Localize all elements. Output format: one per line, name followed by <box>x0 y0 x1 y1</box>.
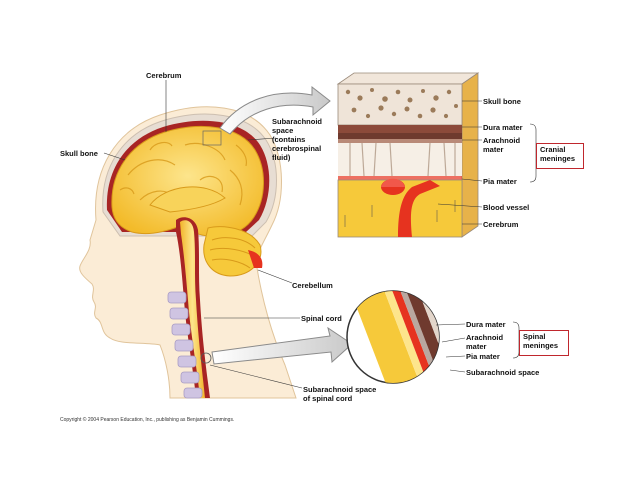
spinal-meninges-detail <box>346 290 440 384</box>
arrow-to-spinal-detail <box>211 326 353 365</box>
label-subarachnoid-space-bottom: Subarachnoid space <box>466 368 540 377</box>
brain-cerebrum <box>111 125 264 237</box>
label-cerebrum-right: Cerebrum <box>483 220 519 229</box>
label-spinal-meninges: Spinal meninges <box>519 330 569 356</box>
label-spinal-cord: Spinal cord <box>301 314 342 323</box>
label-skull-bone-right: Skull bone <box>483 97 521 106</box>
cranial-detail-marker <box>202 130 222 146</box>
label-dura-mater-top: Dura mater <box>483 123 523 132</box>
label-skull-bone-left: Skull bone <box>60 149 98 158</box>
label-subarachnoid-space-spinal: Subarachnoid space of spinal cord <box>303 385 377 403</box>
arrow-to-cranial-detail <box>219 85 331 135</box>
spinal-detail-marker <box>200 352 212 364</box>
label-subarachnoid-space: Subarachnoid space (contains cerebrospin… <box>272 117 323 162</box>
label-cranial-meninges: Cranial meninges <box>536 143 584 169</box>
label-cerebrum: Cerebrum <box>146 71 182 80</box>
label-pia-mater-bottom: Pia mater <box>466 352 500 361</box>
label-blood-vessel: Blood vessel <box>483 203 530 212</box>
label-arachnoid-mater-bottom: Arachnoid mater <box>466 333 504 351</box>
label-dura-mater-bottom: Dura mater <box>466 320 506 329</box>
brain-cerebellum <box>203 226 263 277</box>
label-cerebellum: Cerebellum <box>292 281 333 290</box>
copyright-text: Copyright © 2004 Pearson Education, Inc.… <box>60 417 235 423</box>
cranial-meninges-block <box>336 72 480 238</box>
vertebrae <box>167 291 203 399</box>
label-arachnoid-mater-top: Arachnoid mater <box>483 136 521 154</box>
label-pia-mater-top: Pia mater <box>483 177 517 186</box>
spinal-cord-shape <box>176 217 210 398</box>
